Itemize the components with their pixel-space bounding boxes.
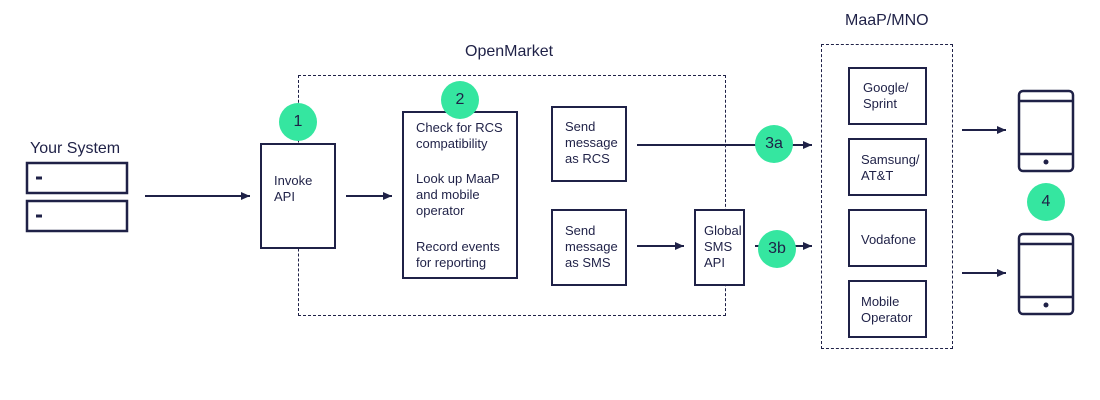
operator-label: Samsung/ AT&T [861,152,920,183]
send-rcs-label: Send message as RCS [565,119,618,166]
phone-icon [1017,232,1075,316]
operator-label: Mobile Operator [861,294,913,325]
send-rcs-box: Send message as RCS [551,106,627,182]
server-icon [25,161,129,233]
send-sms-box: Send message as SMS [551,209,627,286]
openmarket-label: OpenMarket [465,43,554,60]
operator-box: Google/ Sprint [848,67,927,125]
maap-container [821,44,953,349]
send-sms-label: Send message as SMS [565,223,618,270]
step-badge-2: 2 [441,81,479,119]
operator-label: Google/ Sprint [863,80,909,111]
phone-icon [1017,89,1075,173]
operator-box: Samsung/ AT&T [848,138,927,196]
invoke-api-box: Invoke API [260,143,336,249]
step-badge-3b: 3b [758,230,796,268]
global-sms-api-label: Global SMS API [704,223,742,270]
record-events-label: Record events for reporting [416,239,500,270]
step-badge-4: 4 [1027,183,1065,221]
processing-box: Check for RCS compatibility Look up MaaP… [402,111,518,279]
operator-box: Mobile Operator [848,280,927,338]
step-badge-3a: 3a [755,125,793,163]
maap-label: MaaP/MNO [845,12,929,29]
check-rcs-label: Check for RCS compatibility [416,120,503,151]
operator-label: Vodafone [861,232,916,247]
step-badge-1: 1 [279,103,317,141]
your-system-label: Your System [30,140,121,157]
global-sms-api-box: Global SMS API [694,209,745,286]
operator-box: Vodafone [848,209,927,267]
lookup-label: Look up MaaP and mobile operator [416,171,500,218]
invoke-api-label: Invoke API [274,173,313,204]
